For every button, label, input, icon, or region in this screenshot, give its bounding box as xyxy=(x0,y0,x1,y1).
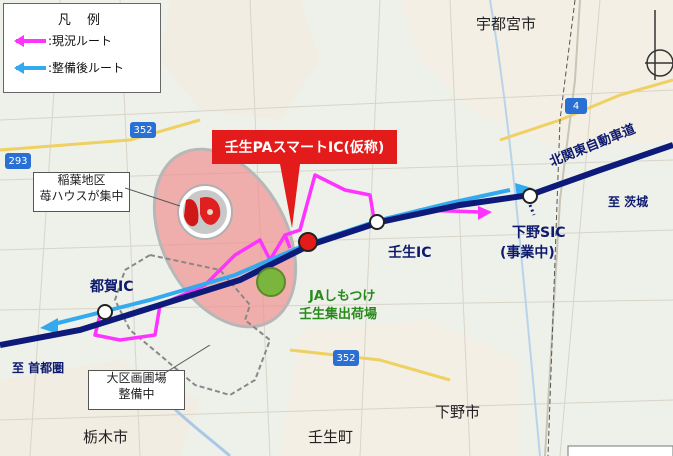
ohku-line1: 大区画圃場 xyxy=(106,371,167,385)
ja-line2: 壬生集出荷場 xyxy=(299,307,378,322)
legend-current-label: :現況ルート xyxy=(48,34,113,48)
inaba-area-box: 稲葉地区 苺ハウスが集中 xyxy=(33,172,130,212)
under-construction-label: (事業中) xyxy=(500,245,555,261)
legend-after-route: :整備後ルート xyxy=(14,59,124,76)
farm-pointer xyxy=(164,345,211,374)
route-4-shield: 4 xyxy=(565,98,587,114)
magenta-arrow-icon xyxy=(14,34,46,47)
legend-title: 凡 例 xyxy=(57,13,107,28)
inaba-pointer xyxy=(125,187,181,207)
mibu-ic-label: 壬生IC xyxy=(388,245,432,261)
place-utsunomiya: 宇都宮市 xyxy=(476,15,537,33)
to-ibaraki-label: 至 茨城 xyxy=(608,195,649,209)
ohku-line2: 整備中 xyxy=(118,386,155,401)
place-tochigi: 栃木市 xyxy=(83,428,129,446)
cyan-arrow-icon xyxy=(14,61,46,74)
route-293-shield: 293 xyxy=(5,153,31,169)
route-352-shield: 352 xyxy=(130,122,156,138)
legend-after-label: :整備後ルート xyxy=(48,61,125,75)
route-352-shield-south: 352 xyxy=(333,350,359,366)
map-legend: 凡 例 :現況ルート :整備後ルート xyxy=(3,3,161,93)
shimotsuke-sic-label: 下野SIC xyxy=(512,225,566,241)
smart-ic-callout: 壬生PAスマートIC(仮称) xyxy=(212,130,397,164)
place-mibu-town: 壬生町 xyxy=(308,428,354,446)
inaba-line1: 稲葉地区 xyxy=(57,173,106,187)
tsuga-ic-label: 都賀IC xyxy=(90,279,134,295)
ja-line1: JAしもつけ xyxy=(309,289,376,304)
to-shutoken-label: 至 首都圏 xyxy=(12,361,65,375)
legend-current-route: :現況ルート xyxy=(14,32,112,49)
large-farm-box: 大区画圃場 整備中 xyxy=(88,370,185,410)
inaba-line2: 苺ハウスが集中 xyxy=(39,188,124,203)
place-shimotsuke: 下野市 xyxy=(435,403,481,421)
